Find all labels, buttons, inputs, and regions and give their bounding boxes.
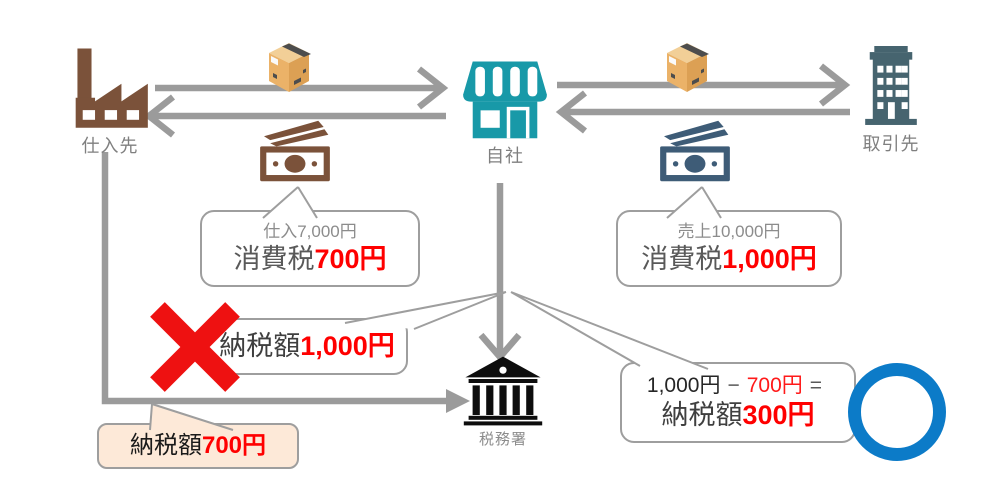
wrong-payment-text: 納税額1,000円 [219,330,395,364]
minus-sign: − [727,373,740,397]
supplier-label: 仕入先 [81,136,139,156]
cross-mark-icon [150,302,240,397]
supplier-payment-callout: 納税額700円 [97,423,299,469]
supplier-payment-text: 納税額700円 [130,432,266,461]
formula-subtrahend: 700円 [746,373,803,397]
tax-office-entity: 税務署 [462,356,544,449]
correct-payment-label: 納税額 [661,400,743,431]
purchase-tax-text: 消費税700円 [233,243,386,277]
arrow-company-to-taxoffice [478,183,522,362]
purchase-tax-callout: 仕入7,000円 消費税700円 [200,210,420,287]
correct-payment-callout: 1,000円−700円= 納税額300円 [620,362,856,443]
sales-amount-text: 売上10,000円 [677,221,781,241]
office-building-icon [865,46,917,125]
supplier-payment-amount: 700円 [201,431,267,459]
company-entity: 自社 [459,58,551,168]
supplier-entity: 仕入先 [62,48,158,158]
tax-office-label: 税務署 [478,431,527,448]
package-icon [667,43,709,92]
goods-package-left [264,42,314,99]
sales-tax-amount: 1,000円 [722,243,817,274]
purchase-tax-label: 消費税 [233,243,315,274]
money-icon [260,120,330,182]
correct-payment-amount: 300円 [742,400,815,431]
wrong-payment-amount: 1,000円 [300,330,395,361]
client-label: 取引先 [862,134,920,154]
sales-tax-callout: 売上10,000円 消費税1,000円 [616,210,842,287]
purchase-amount-text: 仕入7,000円 [263,221,357,241]
purchase-money [256,120,334,187]
wrong-payment-label: 納税額 [219,330,301,361]
supplier-payment-label: 納税額 [129,431,202,459]
purchase-tax-amount: 700円 [314,243,387,274]
bank-building-icon [463,356,543,426]
money-icon [660,120,730,182]
store-icon [463,61,547,139]
goods-package-right [662,42,712,99]
formula-minuend: 1,000円 [646,373,721,397]
sales-tax-text: 消費税1,000円 [641,243,817,277]
sales-tax-label: 消費税 [641,243,723,274]
factory-icon [75,48,148,128]
package-icon [269,43,311,92]
sales-money [656,120,734,187]
correct-payment-text: 納税額300円 [661,399,814,433]
equals-sign: = [809,373,823,397]
client-entity: 取引先 [850,46,932,156]
company-label: 自社 [486,146,524,166]
correct-payment-formula: 1,000円−700円= [647,372,829,399]
circle-mark-icon [848,363,946,461]
